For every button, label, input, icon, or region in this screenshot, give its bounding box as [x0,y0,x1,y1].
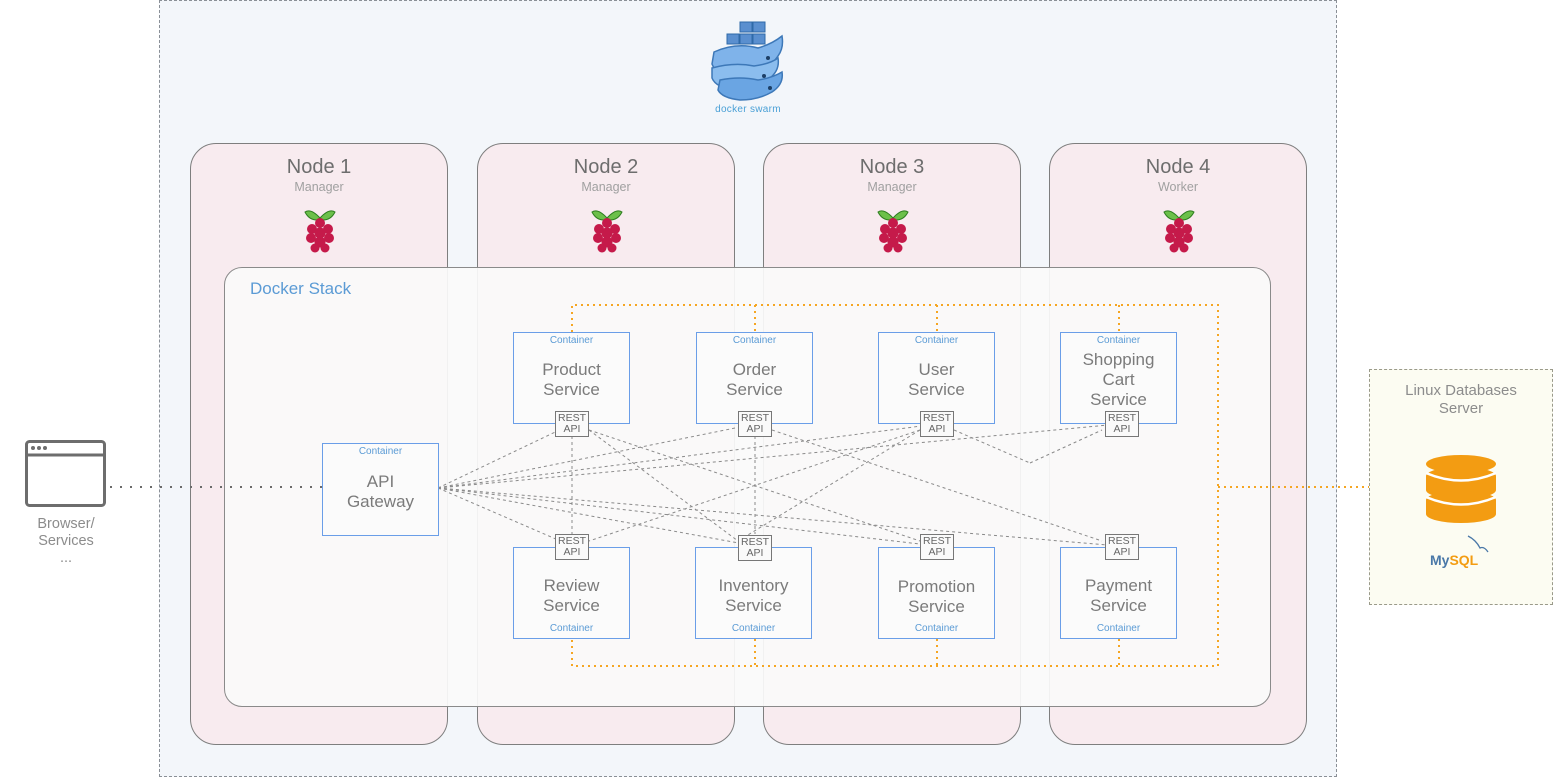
container-tag: Container [1096,623,1141,634]
service-name: API Gateway [346,472,415,511]
rest-api-badge[interactable]: REST API [1105,411,1139,437]
api-gateway-container[interactable]: Container API Gateway [322,443,439,536]
rest-api-links [437,423,1120,547]
node-role: Manager [294,180,344,194]
service-name: Payment Service [1084,576,1153,615]
rest-api-badge[interactable]: REST API [738,535,772,561]
raspberry-pi-icon [1163,210,1195,253]
docker-swarm-label: docker swarm [715,104,781,115]
container-tag: Container [549,623,594,634]
docker-stack-title: Docker Stack [250,279,352,298]
product-service-container[interactable]: Container Product Service [513,332,630,424]
container-tag: Container [732,335,777,346]
service-name: User Service [908,360,965,399]
raspberry-pi-icon [304,210,336,253]
service-name: Inventory Service [718,576,789,615]
shopping-cart-service-container[interactable]: Container Shopping Cart Service [1060,332,1177,424]
container-tag: Container [1096,335,1141,346]
browser-window-icon [25,440,106,507]
order-service-container[interactable]: Container Order Service [696,332,813,424]
database-server-title: Linux Databases Server [1405,382,1517,417]
rest-api-badge[interactable]: REST API [920,534,954,560]
rest-api-badge[interactable]: REST API [920,411,954,437]
mysql-prefix: My [1430,552,1450,568]
browser-services-label: Browser/ Services ... [37,516,95,566]
service-name: Product Service [542,360,601,399]
container-tag: Container [549,335,594,346]
review-service-container[interactable]: Review Service Container [513,547,630,639]
mysql-dolphin-icon [1467,535,1489,553]
container-tag: Container [731,623,776,634]
node-title: Node 1 [286,156,352,178]
mysql-logo: MySQL [1430,552,1478,568]
node-role: Manager [581,180,631,194]
raspberry-pi-icon [877,210,909,253]
rest-api-badge[interactable]: REST API [1105,534,1139,560]
node-title: Node 2 [573,156,639,178]
node-title: Node 4 [1145,156,1211,178]
rest-api-badge[interactable]: REST API [738,411,772,437]
container-tag: Container [914,623,959,634]
raspberry-pi-icon [591,210,623,253]
node-title: Node 3 [859,156,925,178]
service-name: Review Service [543,576,600,615]
rest-api-badge[interactable]: REST API [555,534,589,560]
service-name: Promotion Service [897,577,976,616]
node-role: Manager [867,180,917,194]
rest-api-badge[interactable]: REST API [555,411,589,437]
service-name: Shopping Cart Service [1082,350,1155,409]
promotion-service-container[interactable]: Promotion Service Container [878,547,995,639]
node-role: Worker [1157,180,1199,194]
database-icon [1425,455,1497,523]
user-service-container[interactable]: Container User Service [878,332,995,424]
payment-service-container[interactable]: Payment Service Container [1060,547,1177,639]
container-tag: Container [914,335,959,346]
service-name: Order Service [726,360,783,399]
container-tag: Container [358,446,403,457]
docker-swarm-logo-icon [711,21,784,101]
database-links [571,304,1425,667]
mysql-suffix: SQL [1449,552,1479,568]
